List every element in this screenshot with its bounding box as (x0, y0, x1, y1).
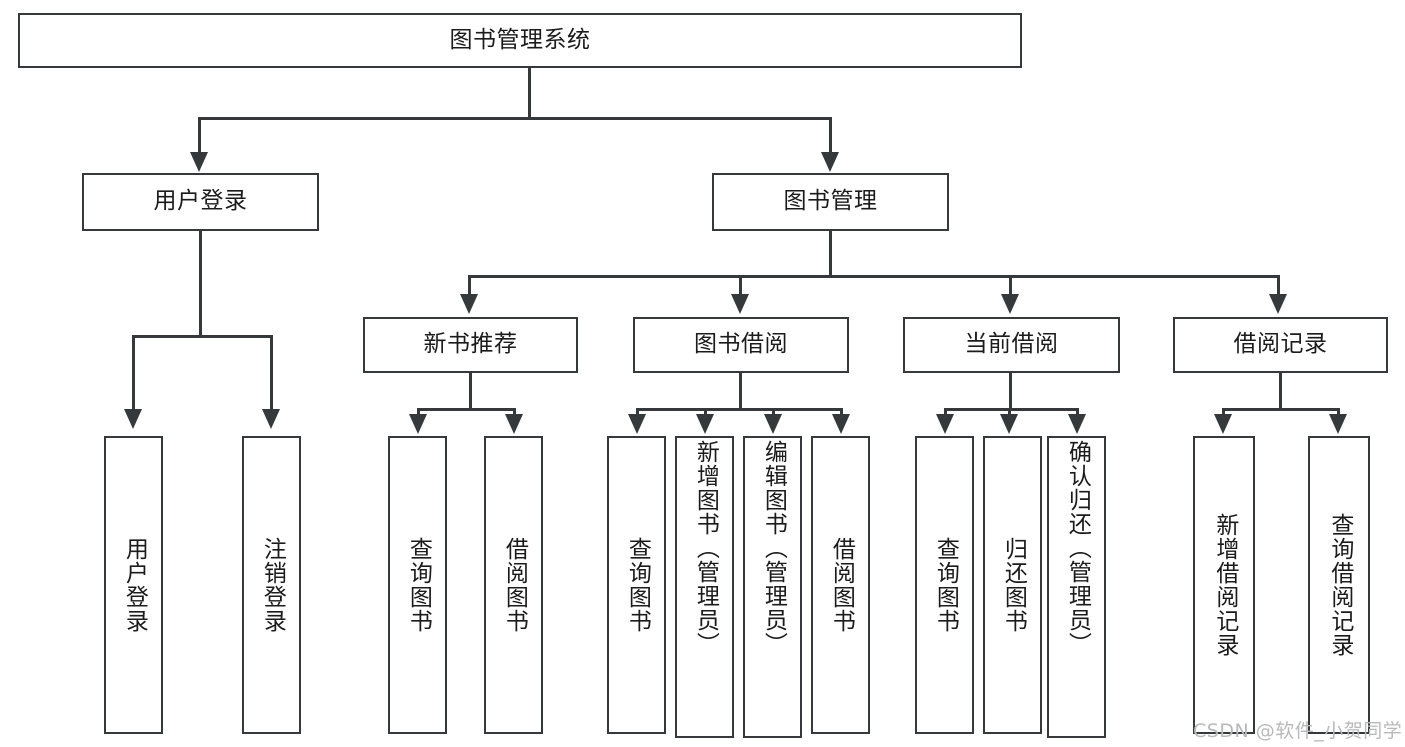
node-label: 用户登录 (121, 537, 148, 633)
arrow-recommend-leaf-1 (409, 414, 427, 434)
leaf-recommend-query-book[interactable]: 查询图书 (388, 436, 447, 734)
node-current-borrow[interactable]: 当前借阅 (903, 317, 1120, 373)
arrow-current-leaf-1 (936, 414, 954, 434)
node-label: 新增图书（管理员） (692, 440, 719, 656)
connector-recommend-bar (417, 408, 516, 411)
leaf-borrow-edit-book-admin[interactable]: 编辑图书（管理员） (743, 436, 802, 738)
node-label: 用户登录 (153, 188, 248, 215)
arrow-current-leaf-2 (1000, 414, 1018, 434)
connector-root-bar (198, 117, 832, 120)
leaf-user-login[interactable]: 用户登录 (104, 436, 163, 734)
leaf-borrow-add-book-admin[interactable]: 新增图书（管理员） (675, 436, 734, 738)
connector-book-manage-drop-4 (1277, 275, 1280, 297)
connector-record-stem (1279, 373, 1282, 408)
leaf-current-query-book[interactable]: 查询图书 (915, 436, 974, 734)
connector-recommend-drop-2 (513, 408, 516, 418)
node-user-login[interactable]: 用户登录 (82, 173, 319, 231)
leaf-record-add-record[interactable]: 新增借阅记录 (1193, 436, 1255, 734)
node-label: 图书管理 (783, 188, 878, 215)
connector-user-login-stem (199, 231, 202, 335)
arrow-to-book-borrow (731, 294, 749, 314)
connector-record-drop-1 (1222, 408, 1225, 418)
node-label: 图书借阅 (694, 331, 788, 358)
arrow-borrow-leaf-4 (832, 414, 850, 434)
connector-root-to-user-login (198, 117, 201, 155)
arrow-record-leaf-1 (1214, 414, 1232, 434)
node-label: 注销登录 (259, 537, 286, 633)
arrow-to-new-book-recommend (460, 294, 478, 314)
arrow-to-book-manage (821, 152, 839, 172)
connector-borrow-drop-3 (772, 408, 775, 418)
connector-root-stem (528, 68, 531, 117)
arrow-recommend-leaf-2 (505, 414, 523, 434)
node-label: 查询图书 (932, 537, 959, 633)
node-label: 编辑图书（管理员） (760, 440, 787, 656)
node-label: 新书推荐 (423, 331, 518, 358)
node-label: 查询借阅记录 (1326, 513, 1353, 657)
arrow-to-borrow-record (1269, 294, 1287, 314)
csdn-watermark: CSDN @软件_小贺同学 (1193, 720, 1403, 742)
arrow-to-current-borrow (1001, 294, 1019, 314)
connector-root-to-book-manage (829, 117, 832, 155)
leaf-borrow-query-book[interactable]: 查询图书 (607, 436, 666, 734)
connector-current-drop-1 (944, 408, 947, 418)
node-book-borrow[interactable]: 图书借阅 (633, 317, 849, 373)
node-label: 确认归还（管理员） (1064, 440, 1091, 656)
connector-recommend-drop-1 (417, 408, 420, 418)
arrow-to-user-login (190, 152, 208, 172)
connector-book-manage-drop-2 (739, 275, 742, 297)
connector-book-manage-drop-1 (468, 275, 471, 297)
arrow-record-leaf-2 (1329, 414, 1347, 434)
node-label: 借阅记录 (1233, 331, 1328, 358)
leaf-current-return-book[interactable]: 归还图书 (983, 436, 1042, 734)
arrow-user-login-leaf-1 (124, 409, 142, 429)
leaf-current-confirm-return-admin[interactable]: 确认归还（管理员） (1047, 436, 1106, 738)
leaf-borrow-borrow-book[interactable]: 借阅图书 (811, 436, 870, 734)
connector-recommend-stem (469, 373, 472, 408)
connector-user-login-drop-1 (132, 335, 135, 411)
leaf-record-query-record[interactable]: 查询借阅记录 (1308, 436, 1370, 734)
arrow-borrow-leaf-2 (696, 414, 714, 434)
connector-borrow-drop-2 (704, 408, 707, 418)
arrow-current-leaf-3 (1068, 414, 1086, 434)
node-label: 图书管理系统 (449, 26, 591, 53)
connector-borrow-stem (739, 373, 742, 408)
node-label: 借阅图书 (828, 537, 855, 633)
leaf-recommend-borrow-book[interactable]: 借阅图书 (484, 436, 543, 734)
connector-book-manage-stem (829, 231, 832, 275)
node-label: 归还图书 (1000, 537, 1027, 633)
node-root-system[interactable]: 图书管理系统 (18, 13, 1022, 68)
arrow-borrow-leaf-1 (628, 414, 646, 434)
connector-current-bar (944, 408, 1079, 411)
node-new-book-recommend[interactable]: 新书推荐 (363, 317, 578, 373)
node-label: 查询图书 (624, 537, 651, 633)
connector-record-drop-2 (1337, 408, 1340, 418)
leaf-logout[interactable]: 注销登录 (242, 436, 301, 734)
connector-user-login-bar (132, 335, 272, 338)
node-label: 查询图书 (405, 537, 432, 633)
connector-book-manage-bar (468, 275, 1278, 278)
connector-borrow-drop-4 (840, 408, 843, 418)
node-borrow-record[interactable]: 借阅记录 (1173, 317, 1388, 373)
connector-book-manage-drop-3 (1009, 275, 1012, 297)
connector-borrow-bar (636, 408, 843, 411)
connector-user-login-drop-2 (270, 335, 273, 411)
arrow-borrow-leaf-3 (764, 414, 782, 434)
node-label: 借阅图书 (501, 537, 528, 633)
node-book-management[interactable]: 图书管理 (712, 173, 949, 231)
connector-current-drop-2 (1008, 408, 1011, 418)
connector-borrow-drop-1 (636, 408, 639, 418)
connector-record-bar (1222, 408, 1340, 411)
node-label: 当前借阅 (964, 331, 1059, 358)
node-label: 新增借阅记录 (1211, 513, 1238, 657)
connector-current-stem (1009, 373, 1012, 408)
arrow-user-login-leaf-2 (262, 409, 280, 429)
connector-current-drop-3 (1076, 408, 1079, 418)
